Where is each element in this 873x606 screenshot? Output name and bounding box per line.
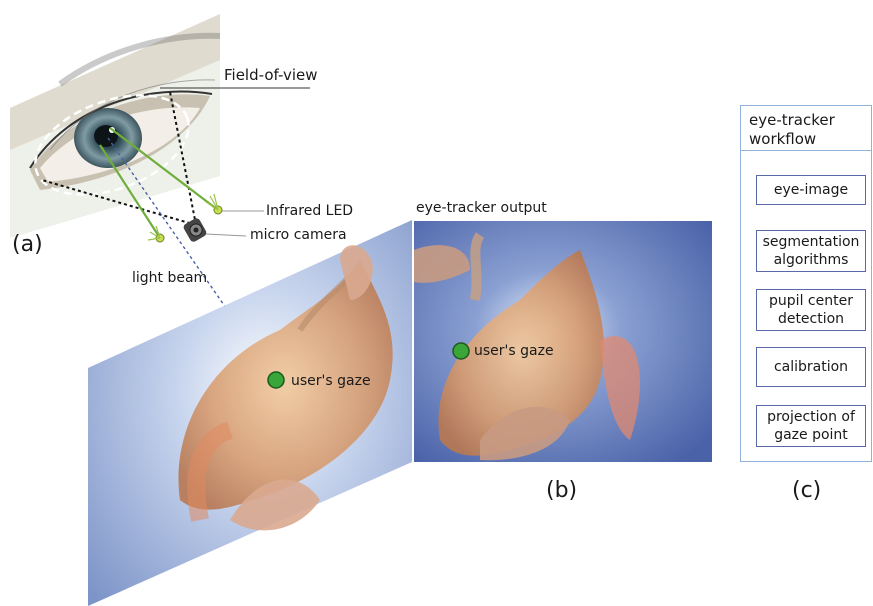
micro-camera-label: micro camera: [250, 227, 347, 243]
workflow-step-calibration: calibration: [756, 347, 866, 387]
output-image-panel: [414, 221, 712, 462]
field-of-view-label: Field-of-view: [224, 66, 318, 84]
panel-label-c: (c): [792, 478, 821, 503]
workflow-step-eye-image: eye-image: [756, 175, 866, 205]
eye-image-panel: [10, 14, 220, 238]
workflow-step-pupil-center: pupil center detection: [756, 289, 866, 331]
users-gaze-output-label: user's gaze: [474, 343, 554, 359]
workflow-step-projection: projection of gaze point: [756, 405, 866, 447]
workflow-step-segmentation: segmentation algorithms: [756, 230, 866, 272]
gaze-point-output: [453, 343, 469, 359]
light-beam-label: light beam: [132, 270, 207, 286]
infrared-led-icon: [148, 194, 222, 242]
panel-label-b: (b): [546, 478, 577, 503]
panel-label-a: (a): [12, 232, 43, 257]
workflow-title-line1: eye-tracker: [749, 111, 871, 130]
workflow-title: eye-tracker workflow: [740, 105, 872, 151]
micro-camera-icon: [182, 217, 208, 243]
users-gaze-scene-label: user's gaze: [291, 373, 371, 389]
gaze-point-scene: [268, 372, 284, 388]
infrared-led-label: Infrared LED: [266, 203, 353, 219]
workflow-title-line2: workflow: [749, 130, 871, 149]
eye-tracker-output-label: eye-tracker output: [416, 200, 547, 216]
